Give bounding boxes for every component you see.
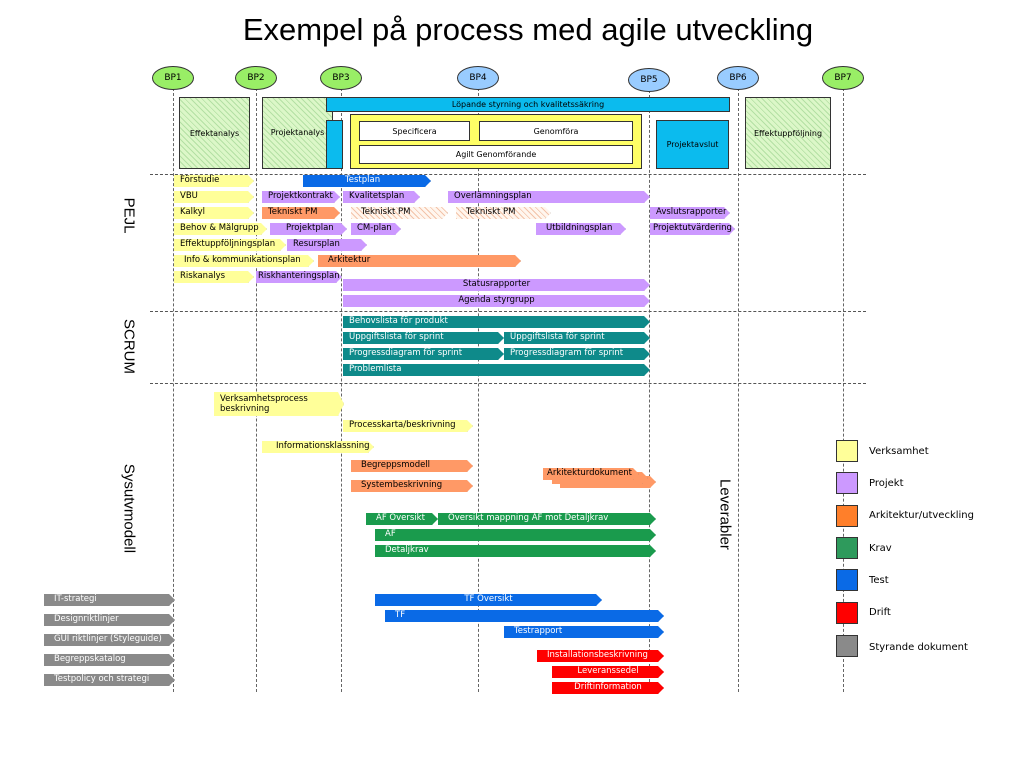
bar-arkitekturdokument: Arkitekturdokument bbox=[543, 468, 639, 480]
legend-label-styrande: Styrande dokument bbox=[869, 642, 968, 653]
bar-testpolicy: Testpolicy och strategi bbox=[44, 674, 175, 686]
bp2-node: BP2 bbox=[235, 66, 277, 90]
bar-tf: TF bbox=[385, 610, 664, 622]
bar-info-kommunikationsplan: Info & kommunikationsplan bbox=[174, 255, 314, 267]
bar-leveranssedel: Leveranssedel bbox=[552, 666, 664, 678]
legend-label-projekt: Projekt bbox=[869, 478, 904, 489]
bar-installationsbeskrivning: Installationsbeskrivning bbox=[537, 650, 664, 662]
bp7-line bbox=[843, 88, 844, 692]
bp1-line bbox=[173, 88, 174, 692]
bar-resursplan: Resursplan bbox=[287, 239, 367, 251]
bar-progressdiagram-2: Progressdiagram för sprint bbox=[504, 348, 650, 360]
bar-cm-plan: CM-plan bbox=[351, 223, 401, 235]
section-sysutvmodell: Sysutvmodell bbox=[120, 463, 138, 554]
legend-label-krav: Krav bbox=[869, 543, 892, 554]
section-scrum: SCRUM bbox=[120, 319, 138, 374]
specificera-box: Specificera bbox=[359, 121, 470, 141]
bar-kvalitetsplan: Kvalitetsplan bbox=[343, 191, 420, 203]
separator-3 bbox=[150, 383, 866, 384]
section-pejl: PEJL bbox=[120, 197, 138, 234]
bar-effektuppfoljningsplan: Effektuppföljningsplan bbox=[174, 239, 286, 251]
bar-informationsklassning: Informationsklassning bbox=[262, 441, 374, 453]
projektavslut-box: Projektavslut bbox=[656, 120, 729, 169]
bar-uppgiftslista-2: Uppgiftslista för sprint bbox=[504, 332, 650, 344]
bar-projektutvardering: Projektutvärdering bbox=[650, 223, 735, 235]
bar-statusrapporter: Statusrapporter bbox=[343, 279, 650, 291]
bar-designriktlinjer: Designriktlinjer bbox=[44, 614, 175, 626]
bp6-node: BP6 bbox=[717, 66, 759, 90]
bar-uppgiftslista-1: Uppgiftslista för sprint bbox=[343, 332, 504, 344]
bar-vbu: VBU bbox=[174, 191, 254, 203]
bar-projektplan: Projektplan bbox=[270, 223, 347, 235]
bar-progressdiagram-1: Progressdiagram för sprint bbox=[343, 348, 504, 360]
bp5-node: BP5 bbox=[628, 68, 670, 92]
effektanalys-box: Effektanalys bbox=[179, 97, 250, 169]
bar-arkitektur: Arkitektur bbox=[318, 255, 521, 267]
bar-riskanalys: Riskanalys bbox=[174, 271, 254, 283]
bar-utbildningsplan: Utbildningsplan bbox=[536, 223, 626, 235]
bar-behov-malgrupp: Behov & Målgrupp bbox=[174, 223, 267, 235]
bar-tekniskt-pm-1: Tekniskt PM bbox=[262, 207, 340, 219]
bar-begreppskatalog: Begreppskatalog bbox=[44, 654, 175, 666]
projektanalys-blue-strip bbox=[326, 120, 343, 169]
legend-swatch-styrande bbox=[836, 635, 858, 657]
bp1-node: BP1 bbox=[152, 66, 194, 90]
legend-label-drift: Drift bbox=[869, 607, 891, 618]
separator-2 bbox=[150, 311, 866, 312]
legend-label-test: Test bbox=[869, 575, 889, 586]
bar-gui-riktlinjer: GUI riktlinjer (Styleguide) bbox=[44, 634, 175, 646]
bp2-line bbox=[256, 88, 257, 692]
bar-detaljkrav: Detaljkrav bbox=[375, 545, 656, 557]
bar-testrapport: Testrapport bbox=[504, 626, 664, 638]
bar-testplan: Testplan bbox=[303, 175, 431, 187]
bar-problemlista: Problemlista bbox=[343, 364, 650, 376]
bar-af-oversikt: AF Översikt bbox=[366, 513, 438, 525]
bar-begreppsmodell: Begreppsmodell bbox=[351, 460, 473, 472]
bar-projektkontrakt: Projektkontrakt bbox=[262, 191, 340, 203]
bp3-line bbox=[341, 88, 342, 692]
lopande-styrning-bar: Löpande styrning och kvalitetssäkring bbox=[326, 97, 730, 112]
bar-avslutsrapporter: Avslutsrapporter bbox=[650, 207, 730, 219]
bp5-line bbox=[649, 90, 650, 692]
agilt-genomforande-box: Agilt Genomförande bbox=[359, 145, 633, 164]
projektanalys-box: Projektanalys bbox=[262, 97, 333, 169]
bp6-line bbox=[738, 88, 739, 692]
bp3-node: BP3 bbox=[320, 66, 362, 90]
bar-processkarta: Processkarta/beskrivning bbox=[343, 420, 473, 432]
bp7-node: BP7 bbox=[822, 66, 864, 90]
effektuppfoljning-box: Effektuppföljning bbox=[745, 97, 831, 169]
legend-swatch-arkitektur bbox=[836, 505, 858, 527]
bar-agenda-styrgrupp: Agenda styrgrupp bbox=[343, 295, 650, 307]
legend-swatch-verksamhet bbox=[836, 440, 858, 462]
bar-oversikt-mappning: Översikt mappning AF mot Detaljkrav bbox=[438, 513, 656, 525]
bar-kalkyl: Kalkyl bbox=[174, 207, 254, 219]
section-leverabler: Leverabler bbox=[716, 479, 734, 550]
bar-systembeskrivning: Systembeskrivning bbox=[351, 480, 473, 492]
bar-it-strategi: IT-strategi bbox=[44, 594, 175, 606]
legend-swatch-krav bbox=[836, 537, 858, 559]
bar-behovslista: Behovslista för produkt bbox=[343, 316, 650, 328]
bar-overlamningsplan: Överlämningsplan bbox=[448, 191, 650, 203]
bar-tekniskt-pm-3: Tekniskt PM bbox=[456, 207, 551, 219]
bp4-line bbox=[478, 88, 479, 692]
bp4-node: BP4 bbox=[457, 66, 499, 90]
bar-tf-oversikt: TF Översikt bbox=[375, 594, 602, 606]
separator-1 bbox=[150, 174, 866, 175]
bar-tekniskt-pm-2: Tekniskt PM bbox=[351, 207, 448, 219]
page-title: Exempel på process med agile utveckling bbox=[242, 12, 814, 47]
legend-swatch-test bbox=[836, 569, 858, 591]
bar-riskhanteringsplan: Riskhanteringsplan bbox=[256, 271, 342, 283]
bar-forstudie: Förstudie bbox=[174, 175, 254, 187]
legend-label-arkitektur: Arkitektur/utveckling bbox=[869, 510, 974, 521]
legend-label-verksamhet: Verksamhet bbox=[869, 446, 929, 457]
bar-af: AF bbox=[375, 529, 656, 541]
genomfora-box: Genomföra bbox=[479, 121, 633, 141]
legend-swatch-projekt bbox=[836, 472, 858, 494]
legend-swatch-drift bbox=[836, 602, 858, 624]
bar-verksamhetsprocess: Verksamhetsprocess beskrivning bbox=[214, 392, 344, 416]
bar-driftinformation: Driftinformation bbox=[552, 682, 664, 694]
